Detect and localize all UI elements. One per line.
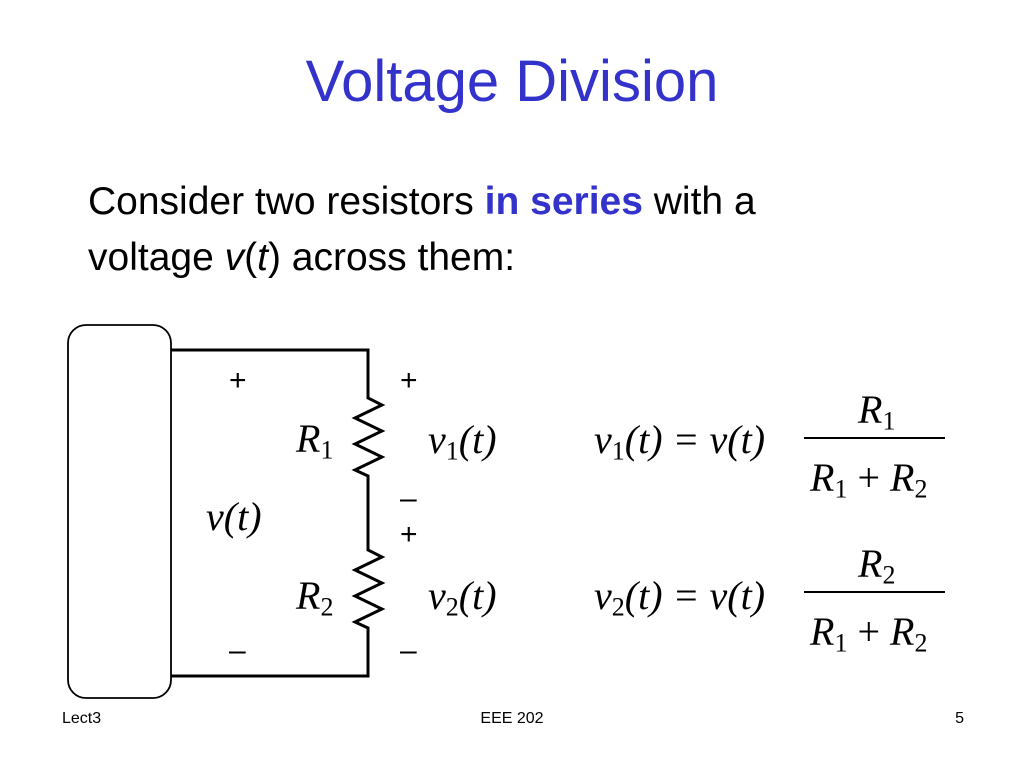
r2-minus-sign: – — [400, 634, 417, 667]
intro-part1: Consider two resistors — [88, 180, 485, 223]
eq2-numerator: R2 — [858, 541, 896, 590]
r1-plus-sign: + — [400, 364, 418, 397]
eq2-denominator: R1 + R2 — [810, 609, 928, 658]
intro-part4: across them: — [280, 236, 516, 279]
source-plus-sign: + — [229, 364, 247, 397]
slide-title: Voltage Division — [305, 49, 719, 114]
circuit-wire — [171, 348, 386, 678]
r1-minus-sign: – — [400, 482, 417, 515]
intro-text: Consider two resistors in series with a … — [88, 174, 968, 286]
intro-v: v — [224, 236, 245, 279]
intro-part3: voltage — [88, 236, 225, 279]
v1-label: v1(t) — [428, 417, 497, 466]
eq1-denominator: R1 + R2 — [810, 455, 928, 504]
r2-plus-sign: + — [400, 518, 418, 551]
eq1-lhs: v1(t) = v(t) — [594, 417, 766, 466]
eq2-fraction-bar — [804, 591, 945, 593]
source-voltage-label: v(t) — [206, 494, 262, 539]
v2-label: v2(t) — [428, 573, 497, 622]
intro-open: ( — [244, 236, 258, 279]
footer-page-number: 5 — [955, 710, 964, 727]
intro-t: t — [257, 236, 268, 279]
eq2-lhs: v2(t) = v(t) — [594, 573, 766, 622]
footer-center: EEE 202 — [480, 710, 544, 727]
intro-close: ) — [267, 236, 281, 279]
eq1-numerator: R1 — [858, 387, 896, 436]
intro-part2: with a — [642, 180, 756, 223]
source-minus-sign: – — [229, 634, 246, 667]
voltage-source-box — [67, 324, 172, 699]
eq1-fraction-bar — [804, 437, 945, 439]
r2-label: R2 — [296, 573, 334, 622]
intro-highlight: in series — [484, 180, 643, 223]
footer-left: Lect3 — [62, 710, 102, 727]
r1-label: R1 — [296, 416, 334, 465]
